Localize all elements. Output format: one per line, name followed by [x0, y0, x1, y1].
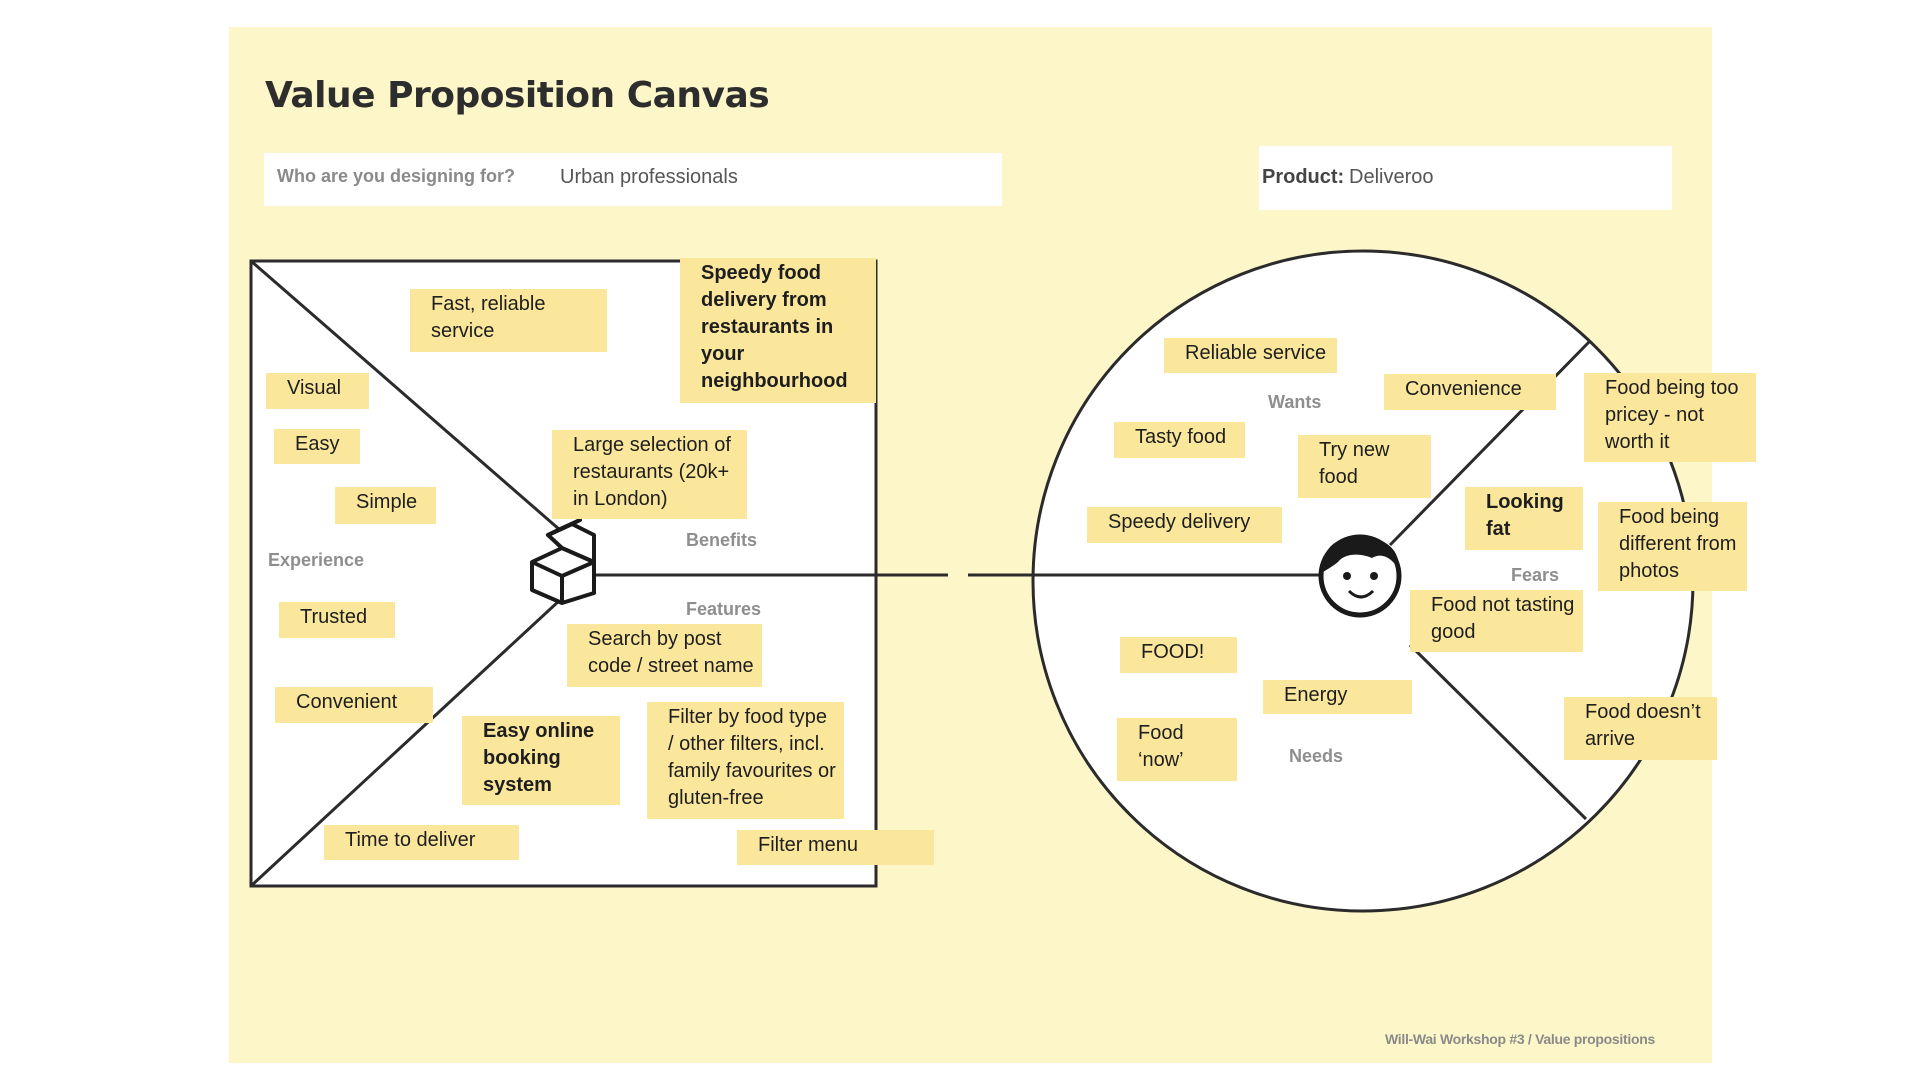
- want-note[interactable]: Try new food: [1298, 435, 1431, 498]
- fear-note[interactable]: Food doesn’t arrive: [1564, 697, 1717, 760]
- milk-carton-icon: [530, 518, 596, 605]
- value-map-diagonal-top: [250, 259, 561, 532]
- feature-note[interactable]: Time to deliver: [324, 825, 519, 860]
- section-label-needs: Needs: [1289, 746, 1344, 766]
- customer-profile-diagonal-bottom: [1408, 643, 1588, 821]
- product-field[interactable]: [1259, 146, 1672, 210]
- experience-note[interactable]: Convenient: [275, 687, 433, 723]
- page-title: Value Proposition Canvas: [265, 75, 770, 116]
- fear-note[interactable]: Food being too pricey - not worth it: [1584, 373, 1756, 462]
- fear-note[interactable]: Food being different from photos: [1598, 502, 1747, 591]
- product-label: Product:: [1262, 166, 1345, 188]
- feature-note[interactable]: Filter menu: [737, 830, 934, 865]
- headline-note[interactable]: Speedy food delivery from restaurants in…: [680, 258, 876, 403]
- designing-for-label: Who are you designing for?: [277, 166, 515, 186]
- feature-note[interactable]: Filter by food type / other filters, inc…: [647, 702, 844, 819]
- need-note[interactable]: Food ‘now’: [1117, 718, 1237, 781]
- want-note[interactable]: Reliable service: [1164, 338, 1337, 373]
- section-label-experience: Experience: [268, 550, 365, 570]
- benefit-note[interactable]: Large selection of restaurants (20k+ in …: [552, 430, 747, 519]
- feature-note[interactable]: Search by post code / street name: [567, 624, 762, 687]
- experience-note[interactable]: Trusted: [279, 602, 395, 638]
- benefit-note[interactable]: Fast, reliable service: [410, 289, 607, 352]
- feature-note[interactable]: Easy online booking system: [462, 716, 620, 805]
- want-note[interactable]: Speedy delivery: [1087, 507, 1282, 543]
- need-note[interactable]: Energy: [1263, 680, 1412, 714]
- want-note[interactable]: Tasty food: [1114, 422, 1245, 458]
- experience-note[interactable]: Easy: [274, 429, 360, 464]
- product-value: Deliveroo: [1349, 166, 1434, 188]
- footer-caption: Will-Wai Workshop #3 / Value proposition…: [1385, 1031, 1655, 1047]
- smiling-face-icon: [1318, 534, 1402, 618]
- want-note[interactable]: Convenience: [1384, 374, 1556, 410]
- experience-note[interactable]: Visual: [266, 373, 369, 409]
- section-label-benefits: Benefits: [686, 530, 758, 550]
- section-label-wants: Wants: [1268, 392, 1322, 412]
- designing-for-value: Urban professionals: [560, 166, 738, 188]
- experience-note[interactable]: Simple: [335, 487, 436, 524]
- section-label-features: Features: [686, 599, 762, 619]
- need-note[interactable]: FOOD!: [1120, 637, 1237, 673]
- designing-for-field[interactable]: [264, 153, 1002, 206]
- value-map-diagonal-bottom: [249, 598, 562, 888]
- fear-note[interactable]: Food not tasting good: [1410, 590, 1583, 652]
- section-label-fears: Fears: [1511, 565, 1560, 585]
- fear-note[interactable]: Looking fat: [1465, 487, 1583, 550]
